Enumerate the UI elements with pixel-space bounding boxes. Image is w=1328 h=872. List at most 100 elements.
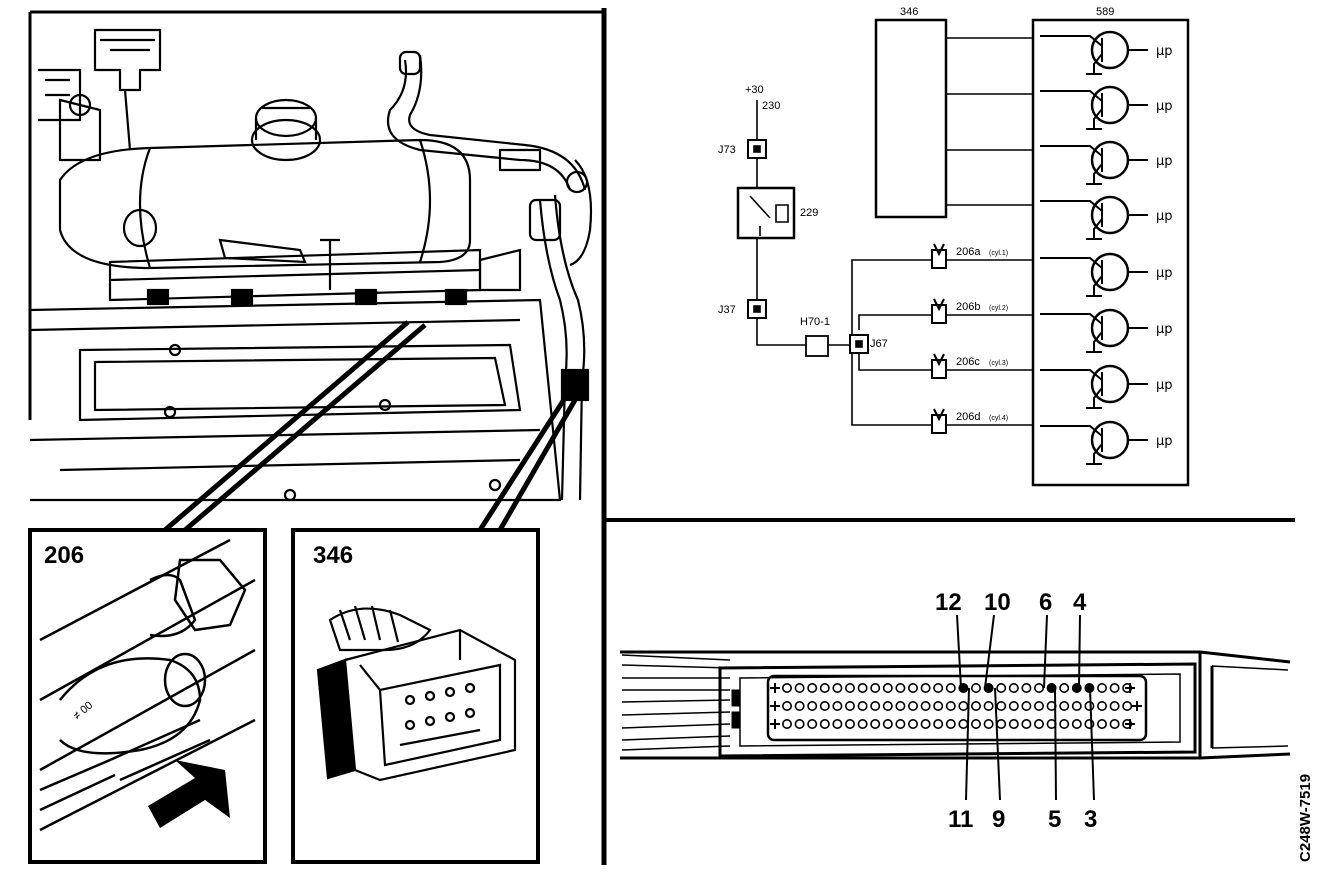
driver-transistor [1040,195,1148,240]
connector-pin [983,700,994,711]
driver-output-label: µp [1156,209,1173,224]
connector-pin [794,682,805,693]
connector-pin [1034,682,1045,693]
driver-output-label: µp [1156,99,1173,114]
junction-j73-label: J73 [718,144,736,156]
relay-229-label: 229 [800,207,818,219]
pin-key-marker [770,701,780,711]
pointer-arrow [148,760,230,828]
connector-pin [807,700,818,711]
injector-206d-label: 206d [956,411,980,423]
connector-pin [794,718,805,729]
connector-pin [907,718,918,729]
connector-pin [870,718,881,729]
connector-pin [920,718,931,729]
connector-pin [945,718,956,729]
injector-206a-label: 206a [956,246,981,258]
driver-output-label: µp [1156,434,1173,449]
connector-pin [870,682,881,693]
inset-346: 346 [291,528,540,864]
connector-pin [970,718,981,729]
connector-pin [1109,682,1120,693]
pin-label-4: 4 [1073,589,1087,616]
connector-pin [1122,700,1133,711]
connector-pin [1097,700,1108,711]
connector-pin [983,718,994,729]
connector-pin [781,700,792,711]
connector-pin [933,718,944,729]
connector-pin [1034,700,1045,711]
module-346-label: 346 [900,6,918,18]
connector-pin [844,682,855,693]
injector-206c-tag: (cyl.3) [989,360,1008,367]
connector-pin [996,700,1007,711]
figure-code: C248W-7519 [1297,774,1314,862]
connector-pin [844,700,855,711]
connector-pin [933,682,944,693]
engine-illustration [29,28,593,502]
pin-label-5: 5 [1048,806,1061,833]
connector-pin [857,718,868,729]
pin-key-marker [1125,719,1135,729]
connector-pin [807,718,818,729]
driver-transistor [1040,85,1148,130]
pin-label-6: 6 [1039,589,1052,616]
connector-pin [983,682,994,693]
inset-206-label: 206 [44,542,84,569]
injector-206b-tag: (cyl.2) [989,305,1008,312]
connector-pin [870,700,881,711]
injector-symbols [931,243,947,434]
connector-pin [882,700,893,711]
connector-pin [1071,700,1082,711]
pin-label-10: 10 [984,589,1011,616]
driver-output-label: µp [1156,266,1173,281]
connector-pin [1059,682,1070,693]
connector-pin [1034,718,1045,729]
pin-label-12: 12 [935,589,962,616]
connector-pin [907,682,918,693]
driver-transistor [1040,308,1148,353]
driver-transistor [1040,30,1148,75]
connector-pin [1059,718,1070,729]
connector-pin [1059,700,1070,711]
panel-frame [28,8,1295,865]
connector-pin [945,682,956,693]
pin-key-marker [1132,701,1142,711]
connector-pin [819,718,830,729]
injector-206a-tag: (cyl.1) [989,250,1008,257]
connector-pin [996,718,1007,729]
connector-pin [958,700,969,711]
connector-pin [1109,700,1120,711]
connector-pin [958,718,969,729]
connector-pin [1008,718,1019,729]
connector-pin [882,718,893,729]
fuse-label: 230 [762,100,780,112]
connector-pin [832,718,843,729]
pin-label-3: 3 [1084,806,1097,833]
connector-pin [920,700,931,711]
pin-label-11: 11 [948,806,973,833]
connector-pin [920,682,931,693]
connector-pin [895,700,906,711]
connector-pin [857,682,868,693]
wiring-diagram [736,18,1190,487]
driver-transistor [1040,140,1148,185]
connector-pin [1021,682,1032,693]
injector-206c-label: 206c [956,356,980,368]
connector-pin [807,682,818,693]
connector-pin [1008,682,1019,693]
connector-pin [844,718,855,729]
connector-pin [781,682,792,693]
pin-key-marker [770,719,780,729]
driver-output-label: µp [1156,154,1173,169]
connector-pin [970,700,981,711]
driver-transistor [1040,364,1148,409]
connector-pin [996,682,1007,693]
connector-pin [1097,682,1108,693]
connector-pin [794,700,805,711]
connector-pins [770,682,1142,729]
inset-206: ≠ 00 206 [28,528,267,864]
connector-pin [970,682,981,693]
connector-pin [1021,718,1032,729]
